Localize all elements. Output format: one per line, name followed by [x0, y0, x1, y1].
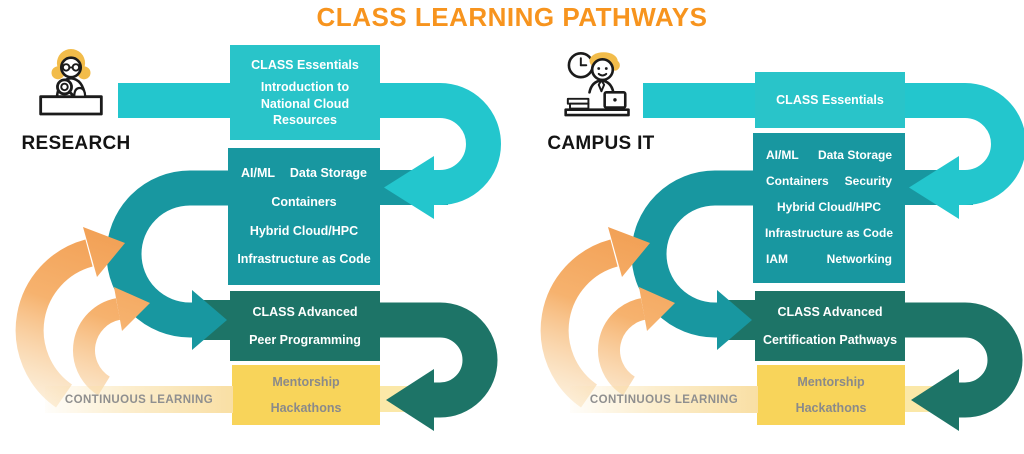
research-flow-arrows [15, 83, 501, 431]
essentials-flow-arrow [118, 83, 501, 205]
topic-label: Data Storage [289, 166, 367, 181]
core-arrowhead-icon [192, 290, 227, 350]
feedback-arc-small [73, 298, 121, 396]
topic-label: Infrastructure as Code [237, 252, 371, 267]
campus-it-community-box: Mentorship Hackathons [757, 365, 905, 425]
campus-it-pathway: CAMPUS IT CLASS Essentials AI/ML Data St… [535, 40, 1024, 454]
campus-it-advanced-box: CLASS Advanced Certification Pathways [755, 291, 905, 361]
essentials-arrowhead-icon [384, 156, 434, 219]
core-arrowhead-icon [717, 290, 752, 350]
topic-label: Containers [271, 195, 337, 210]
advanced-item: Certification Pathways [762, 333, 898, 348]
core-flow-arrow [106, 170, 240, 338]
advanced-title: CLASS Advanced [252, 304, 358, 319]
community-item: Hackathons [795, 400, 867, 415]
campus-it-continuous-learning-band: CONTINUOUS LEARNING [570, 386, 758, 413]
advanced-arrowhead-icon [911, 369, 959, 431]
essentials-title: CLASS Essentials [776, 92, 884, 107]
feedback-arrowhead-small-icon [114, 287, 150, 331]
topic-label: AI/ML [241, 166, 276, 181]
topic-label: Hybrid Cloud/HPC [249, 223, 359, 238]
campus-it-flow-arrows [540, 83, 1024, 431]
topic-row: AI/ML Data Storage [761, 148, 897, 164]
research-core-topics-box: AI/ML Data Storage Containers Hybrid Clo… [228, 148, 380, 285]
topic-label: Infrastructure as Code [764, 226, 894, 241]
research-advanced-box: CLASS Advanced Peer Programming [230, 291, 380, 361]
continuous-learning-arcs [15, 239, 121, 408]
feedback-arc-large [15, 239, 94, 408]
advanced-flow-arrow [372, 302, 498, 418]
topic-label: IAM [766, 252, 788, 267]
advanced-title: CLASS Advanced [777, 304, 883, 319]
topic-label: Networking [826, 252, 892, 267]
campus-it-core-topics-box: AI/ML Data Storage Containers Security H… [753, 133, 905, 283]
community-item: Mentorship [272, 375, 340, 390]
advanced-arrowhead-icon [386, 369, 434, 431]
research-pathway: RESEARCH CLASS Essentials Introduction t… [10, 40, 515, 454]
continuous-learning-arcs [540, 239, 646, 408]
topic-label: Security [844, 174, 892, 189]
campus-it-essentials-box: CLASS Essentials [755, 72, 905, 128]
essentials-subtitle: Introduction to National Cloud Resources [260, 80, 350, 127]
advanced-item: Peer Programming [249, 333, 361, 348]
topic-row: IAM Networking [761, 252, 897, 268]
researcher-magnifier-icon [39, 49, 103, 116]
topic-row: Containers Security [761, 174, 897, 190]
topic-label: Containers [766, 174, 829, 189]
core-flow-arrow [631, 170, 765, 338]
feedback-arrowhead-large-icon [608, 227, 650, 277]
essentials-arrowhead-icon [909, 156, 959, 219]
feedback-arrowhead-large-icon [83, 227, 125, 277]
essentials-flow-arrow [643, 83, 1024, 205]
campus-it-pathway-label: CAMPUS IT [547, 133, 655, 154]
research-continuous-learning-band: CONTINUOUS LEARNING [45, 386, 233, 413]
community-item: Mentorship [797, 375, 865, 390]
research-community-box: Mentorship Hackathons [232, 365, 380, 425]
advanced-flow-arrow [897, 302, 1023, 418]
essentials-title: CLASS Essentials [251, 58, 359, 72]
topic-label: Hybrid Cloud/HPC [777, 200, 881, 215]
topic-row: AI/ML Data Storage [236, 165, 372, 181]
research-essentials-box: CLASS Essentials Introduction to Nationa… [230, 45, 380, 140]
topic-label: AI/ML [766, 148, 799, 163]
feedback-arc-large [540, 239, 619, 408]
feedback-arc-small [598, 298, 646, 396]
topic-label: Data Storage [817, 148, 892, 163]
feedback-arrowhead-small-icon [639, 287, 675, 331]
page-title: CLASS LEARNING PATHWAYS [316, 2, 708, 32]
community-item: Hackathons [270, 400, 342, 415]
it-staff-laptop-icon [564, 52, 630, 117]
research-pathway-label: RESEARCH [21, 133, 131, 154]
